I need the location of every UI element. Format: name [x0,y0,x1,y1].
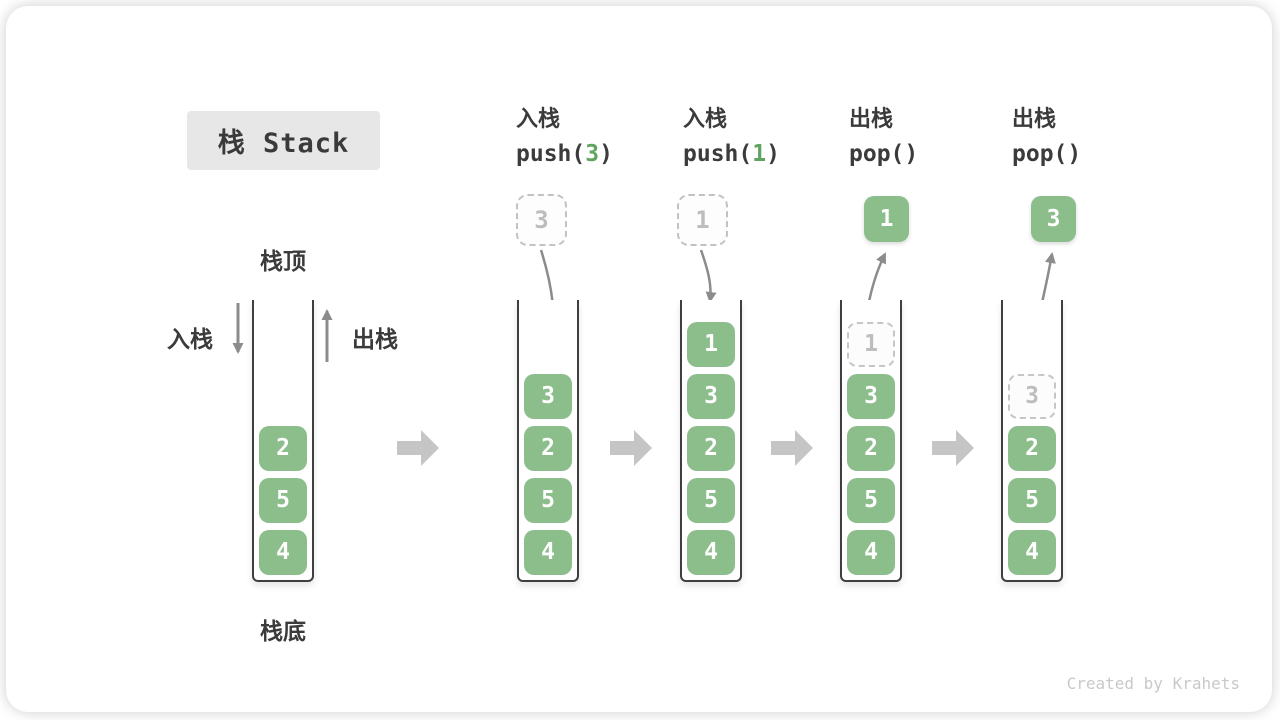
stack-cell: 3 [847,374,895,419]
stack-cell: 3 [687,374,735,419]
stack-cell: 2 [687,426,735,471]
stack-cell: 1 [687,322,735,367]
col-header-push-1: 入栈 push(1) [683,105,843,168]
stack-container-push-1: 1 3 2 5 4 [680,300,742,582]
stack-cell: 5 [259,478,307,523]
stack-container-initial: 2 5 4 [252,300,314,582]
watermark: Created by Krahets [1066,674,1240,693]
stack-top-label: 栈顶 [260,248,306,274]
stack-cell: 4 [1008,530,1056,575]
stack-cell: 4 [524,530,572,575]
stack-cell: 5 [524,478,572,523]
col-header-pop-1: 出栈 pop() [849,105,1009,168]
stack-cell: 2 [524,426,572,471]
op-label: 出栈 [1012,106,1057,131]
op-label: 入栈 [683,106,728,131]
stack-container-push-3: 3 2 5 4 [517,300,579,582]
op-code: pop() [1012,141,1082,167]
col-header-pop-3: 出栈 pop() [1012,105,1172,168]
stack-container-pop-1: 1 3 2 5 4 [840,300,902,582]
stack-cell-ghost: 1 [847,322,895,367]
op-label: 入栈 [516,106,561,131]
popped-item-box: 1 [864,196,909,242]
stack-cell: 4 [259,530,307,575]
stack-cell: 5 [687,478,735,523]
stack-cell: 2 [847,426,895,471]
stack-cell: 2 [259,426,307,471]
op-code: push(3) [516,141,613,167]
op-label: 出栈 [849,106,894,131]
push-item-box: 1 [677,194,728,246]
col-header-push-3: 入栈 push(3) [516,105,676,168]
stack-bottom-label: 栈底 [260,618,306,644]
stack-cell: 5 [1008,478,1056,523]
stack-cell: 4 [847,530,895,575]
page-title: 栈 Stack [187,111,380,170]
push-label: 入栈 [167,326,213,352]
stack-cell: 3 [524,374,572,419]
op-code: pop() [849,141,919,167]
op-code: push(1) [683,141,780,167]
stack-cell: 5 [847,478,895,523]
pop-label: 出栈 [352,326,398,352]
push-item-box: 3 [516,194,567,246]
stack-cell: 2 [1008,426,1056,471]
popped-item-box: 3 [1031,196,1076,242]
stack-cell: 4 [687,530,735,575]
stack-container-pop-3: 3 2 5 4 [1001,300,1063,582]
stack-cell-ghost: 3 [1008,374,1056,419]
